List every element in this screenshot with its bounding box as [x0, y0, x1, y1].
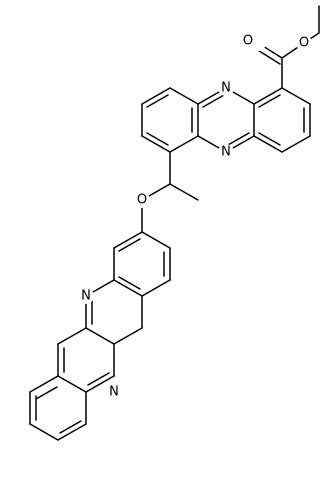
bond-ring-d-1 — [113, 231, 143, 249]
atom-n-top-1: N — [221, 81, 231, 96]
bond-ring-e-3 — [85, 327, 115, 345]
bond-ring-a-6-double — [258, 94, 281, 108]
bond-ring-d-1-double — [118, 238, 141, 252]
bond-ring-e-4 — [113, 327, 143, 345]
bond-ring-f-4-double — [87, 372, 110, 386]
bond-ring-d-4 — [141, 279, 171, 297]
bond-ring-c-1 — [169, 87, 199, 105]
bond-ring-c-2-double — [146, 94, 169, 108]
bond-ring-f-3 — [57, 375, 87, 393]
bond-ring-g-1 — [29, 375, 59, 393]
bond-ring-c-4 — [141, 135, 171, 153]
bond-ring-g-3 — [29, 423, 59, 441]
bond-ring-d-3-double — [118, 276, 141, 290]
bond-ring-b-5-double — [227, 132, 250, 146]
bond-ring-a-4-double — [258, 132, 281, 146]
bond-ring-a-6 — [253, 87, 283, 105]
bonds — [29, 5, 320, 441]
bond-ring-d-3 — [113, 279, 143, 297]
bond-ring-c-2 — [141, 87, 171, 105]
bond-ring-g-4-double — [59, 420, 82, 434]
atom-n-bottom-2: N — [109, 385, 119, 400]
bond-ring-c-4-double — [146, 132, 169, 146]
atom-n-top-2: N — [221, 145, 231, 160]
atom-o-ether: O — [137, 193, 147, 208]
bond-ring-g-6-double — [35, 386, 58, 400]
bond-linker-methyl — [169, 183, 199, 201]
atom-labels: O O N N O N N — [78, 34, 312, 400]
bond-carbonyl-double — [255, 48, 281, 65]
atom-o-ester: O — [299, 36, 309, 51]
bond-ring-f-4 — [85, 375, 115, 393]
bond-ring-a-1 — [281, 87, 311, 105]
bond-ring-g-4 — [57, 423, 87, 441]
bond-ring-d-6 — [141, 231, 171, 249]
bond-ring-a-4 — [253, 135, 283, 153]
bond-ring-b-2-double — [202, 94, 225, 108]
atom-o-carbonyl: O — [243, 34, 253, 49]
atom-n-bottom-1: N — [81, 289, 91, 304]
bond-ring-c-5 — [169, 135, 199, 153]
bond-ring-a-3 — [281, 135, 311, 153]
bond-ring-f-1 — [57, 327, 87, 345]
